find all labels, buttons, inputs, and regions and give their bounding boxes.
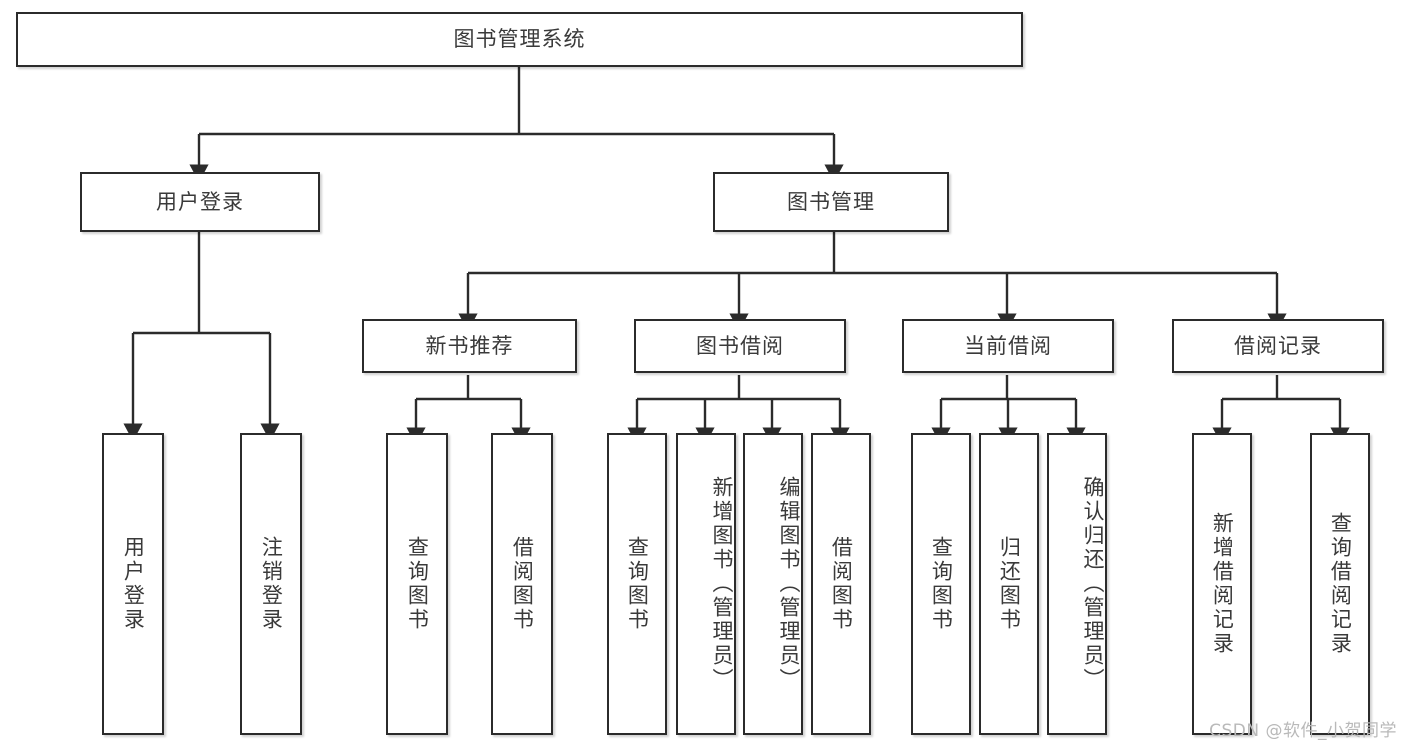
node-leaf-borrow-book-1-label: 借阅图书 [510,536,535,632]
node-leaf-add-book[interactable]: 新增图书（管理员） [676,433,736,735]
node-leaf-query-record[interactable]: 查询借阅记录 [1310,433,1370,735]
node-leaf-logout-login-label: 注销登录 [259,536,284,632]
node-leaf-confirm-return-label: 确认归还（管理员） [1081,476,1105,692]
node-current-borrow-label: 当前借阅 [964,333,1052,358]
node-book-manage-label: 图书管理 [787,189,875,214]
node-leaf-query-record-label: 查询借阅记录 [1328,512,1353,656]
node-borrow-record-label: 借阅记录 [1234,333,1322,358]
node-book-manage[interactable]: 图书管理 [713,172,949,232]
node-leaf-return-book-label: 归还图书 [997,536,1022,632]
node-leaf-query-book-2-label: 查询图书 [625,536,650,632]
node-new-book-recommend-label: 新书推荐 [425,333,514,358]
node-leaf-borrow-book-2[interactable]: 借阅图书 [811,433,871,735]
node-leaf-query-book-3[interactable]: 查询图书 [911,433,971,735]
node-user-login[interactable]: 用户登录 [80,172,320,232]
node-leaf-return-book[interactable]: 归还图书 [979,433,1039,735]
node-leaf-user-login-label: 用户登录 [121,536,146,632]
csdn-watermark: CSDN @软件_小贺同学 [1209,721,1397,741]
node-leaf-query-book-1[interactable]: 查询图书 [386,433,448,735]
node-root-label: 图书管理系统 [453,27,586,52]
node-user-login-label: 用户登录 [156,189,244,214]
node-leaf-query-book-1-label: 查询图书 [405,536,430,632]
node-borrow-record[interactable]: 借阅记录 [1172,319,1384,373]
node-new-book-recommend[interactable]: 新书推荐 [362,319,577,373]
node-leaf-add-record-label: 新增借阅记录 [1210,512,1235,656]
node-leaf-confirm-return[interactable]: 确认归还（管理员） [1047,433,1107,735]
node-leaf-query-book-2[interactable]: 查询图书 [607,433,667,735]
node-leaf-user-login[interactable]: 用户登录 [102,433,164,735]
node-current-borrow[interactable]: 当前借阅 [902,319,1114,373]
node-leaf-borrow-book-2-label: 借阅图书 [829,536,854,632]
node-leaf-add-book-label: 新增图书（管理员） [710,476,734,692]
node-leaf-borrow-book-1[interactable]: 借阅图书 [491,433,553,735]
node-leaf-edit-book[interactable]: 编辑图书（管理员） [743,433,803,735]
node-book-borrow-label: 图书借阅 [696,333,784,358]
node-book-borrow[interactable]: 图书借阅 [634,319,846,373]
node-leaf-query-book-3-label: 查询图书 [929,536,954,632]
node-root[interactable]: 图书管理系统 [16,12,1023,67]
node-leaf-edit-book-label: 编辑图书（管理员） [777,476,801,692]
node-leaf-logout-login[interactable]: 注销登录 [240,433,302,735]
node-leaf-add-record[interactable]: 新增借阅记录 [1192,433,1252,735]
